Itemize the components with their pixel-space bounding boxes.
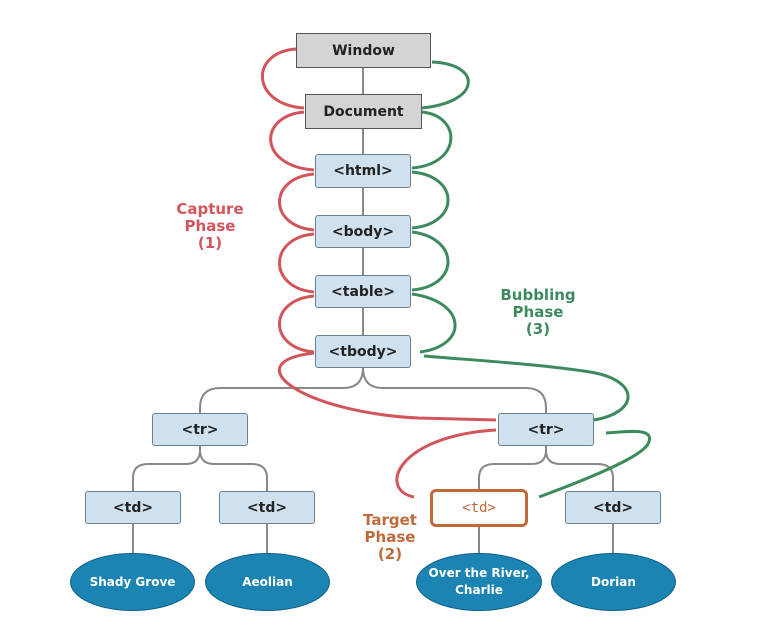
bubbling-arc-3: [411, 292, 457, 354]
target-phase-line-3: (2): [377, 545, 403, 563]
capture-phase-line-2: Phase: [184, 217, 236, 235]
node-html-label: <html>: [333, 163, 393, 179]
bubbling-arc-6: [411, 110, 453, 170]
capture-phase-line-3: (1): [197, 234, 223, 252]
node-td-1: <td>: [85, 491, 181, 524]
connector-tr-left-td-2: [199, 446, 268, 491]
bubbling-arc-1: [538, 429, 651, 499]
bubbling-arc-5: [411, 170, 450, 230]
node-td-2-label: <td>: [246, 499, 288, 516]
node-tr-left: <tr>: [152, 413, 248, 446]
node-tbody: <tbody>: [315, 335, 411, 368]
node-td-target: <td>: [430, 489, 528, 527]
bubbling-phase-label: Bubbling Phase (3): [486, 287, 590, 338]
node-table: <table>: [315, 275, 411, 308]
leaf-shady-grove: Shady Grove: [70, 553, 195, 611]
node-document-label: Document: [323, 103, 404, 120]
target-phase-line-1: Target: [363, 511, 417, 529]
capture-arrows: [260, 47, 497, 499]
node-tr-right: <tr>: [498, 413, 594, 446]
node-window-label: Window: [332, 42, 395, 59]
node-td-4-label: <td>: [592, 499, 634, 516]
node-td-2: <td>: [219, 491, 315, 524]
capture-arc-6: [277, 351, 497, 422]
bubbling-phase-line-3: (3): [525, 320, 551, 338]
bubbling-arc-7: [421, 60, 470, 110]
connector-tr-right-td-4: [545, 446, 614, 491]
chain-connectors: [132, 68, 614, 553]
capture-arc-4: [278, 232, 315, 294]
bubbling-arrows: [411, 60, 651, 499]
node-table-label: <table>: [331, 283, 395, 300]
capture-arc-3: [278, 172, 315, 232]
connector-tr-right-td-target: [478, 446, 547, 489]
node-td-4: <td>: [565, 491, 661, 524]
capture-phase-label: Capture Phase (1): [160, 201, 260, 252]
leaf-over-the-river: Over the River, Charlie: [416, 553, 542, 611]
bubbling-phase-line-2: Phase: [512, 303, 564, 321]
node-tr-left-label: <tr>: [181, 421, 219, 438]
node-tbody-label: <tbody>: [328, 343, 398, 360]
node-body: <body>: [315, 215, 411, 248]
connector-tbody-tr-right: [362, 367, 547, 413]
target-phase-label: Target Phase (2): [350, 512, 430, 563]
bubbling-arc-4: [411, 230, 450, 292]
leaf-aeolian: Aeolian: [205, 553, 330, 611]
leaf-aeolian-label: Aeolian: [242, 574, 293, 589]
node-tr-right-label: <tr>: [527, 421, 565, 438]
bubbling-arc-2: [423, 354, 630, 422]
capture-arc-7: [395, 428, 497, 499]
capture-arc-5: [278, 294, 315, 354]
leaf-over-the-river-line-2: Charlie: [455, 583, 503, 597]
connector-tbody-tr-left: [199, 367, 364, 413]
leaf-over-the-river-line-1: Over the River,: [428, 566, 530, 580]
leaf-dorian: Dorian: [551, 553, 676, 611]
bubbling-phase-line-1: Bubbling: [500, 286, 576, 304]
capture-phase-line-1: Capture: [176, 200, 244, 218]
node-td-1-label: <td>: [112, 499, 154, 516]
connector-tr-left-td-1: [132, 446, 201, 491]
capture-arc-2: [269, 110, 315, 172]
capture-arc-1: [260, 47, 305, 110]
node-td-target-label: <td>: [462, 500, 496, 516]
leaf-shady-grove-label: Shady Grove: [89, 574, 176, 589]
target-phase-line-2: Phase: [364, 528, 416, 546]
node-document: Document: [305, 94, 422, 129]
node-html: <html>: [315, 154, 411, 188]
node-window: Window: [296, 33, 431, 68]
leaf-dorian-label: Dorian: [591, 574, 636, 589]
leaf-over-the-river-label: Over the River, Charlie: [429, 565, 530, 599]
node-body-label: <body>: [331, 223, 395, 240]
